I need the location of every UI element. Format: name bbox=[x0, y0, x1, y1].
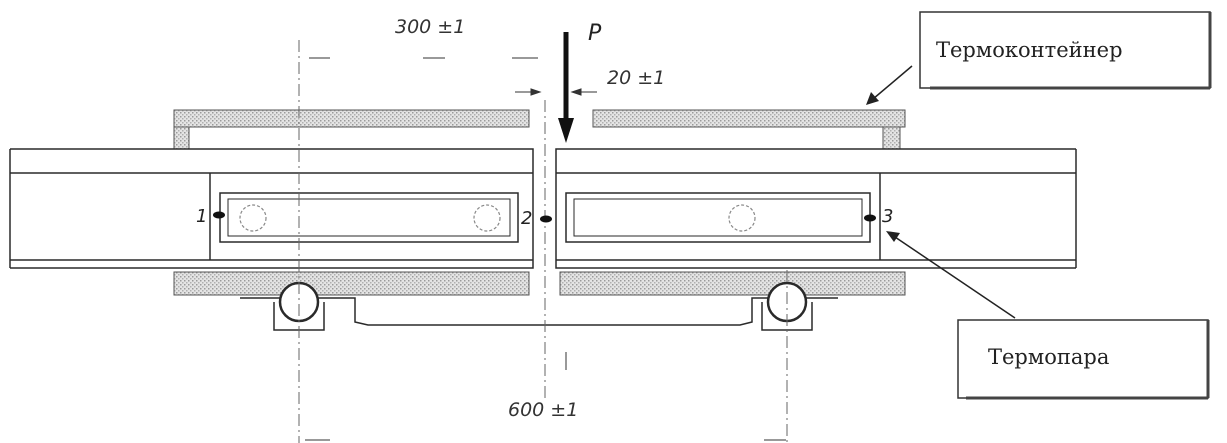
load-symbol: P bbox=[588, 21, 602, 46]
dim-20-lines bbox=[515, 88, 597, 96]
beam bbox=[9, 148, 1077, 269]
thermocouple-1-label: 1 bbox=[196, 206, 207, 227]
leader-thermocontainer bbox=[866, 65, 913, 105]
thermocouple-label: Термопара bbox=[988, 345, 1109, 369]
thermocouple-markers bbox=[213, 211, 876, 223]
plate-holes bbox=[239, 204, 756, 232]
dim-half-span: 300 ±1 bbox=[395, 16, 465, 38]
support-base bbox=[240, 297, 838, 331]
thermocouple-3-marker bbox=[864, 214, 876, 222]
thermocontainer-top bbox=[173, 109, 906, 150]
center-lines bbox=[298, 40, 788, 443]
thermocouple-3-label: 3 bbox=[882, 206, 893, 227]
dim-gap: 20 ±1 bbox=[607, 67, 665, 89]
dim-full-span: 600 ±1 bbox=[508, 399, 578, 421]
leader-thermocouple bbox=[886, 231, 1016, 319]
callout-thermocouple: Термопара bbox=[957, 319, 1210, 400]
thermocouple-1-marker bbox=[213, 211, 225, 219]
thermocouple-2-label: 2 bbox=[521, 208, 532, 229]
load-arrow bbox=[558, 32, 574, 143]
thermocontainer-bottom bbox=[173, 271, 906, 296]
dim-600-lines bbox=[305, 352, 786, 441]
thermocontainer-label: Термоконтейнер bbox=[936, 38, 1123, 62]
thermocouple-2-marker bbox=[540, 215, 552, 223]
callout-thermocontainer: Термоконтейнер bbox=[919, 11, 1212, 90]
